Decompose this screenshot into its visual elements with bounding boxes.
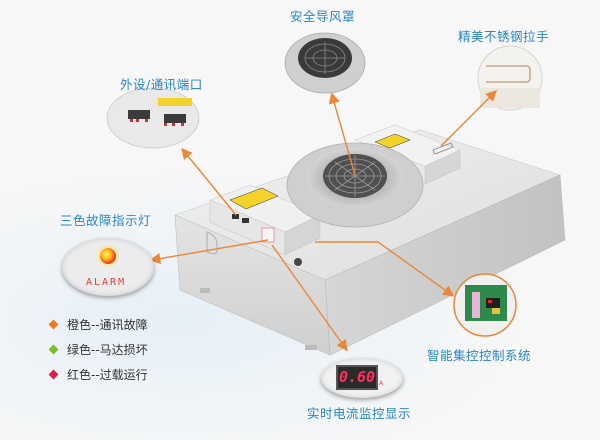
ports-callout-image <box>106 87 200 149</box>
label-ports: 外设/通讯端口 <box>120 77 203 92</box>
color-legend: 橙色--通讯故障 绿色--马达损坏 红色--过载运行 <box>48 312 148 387</box>
current-meter-reading: 0.60 <box>336 365 378 390</box>
label-current-display: 实时电流监控显示 <box>307 406 412 421</box>
current-meter-unit: A <box>379 380 384 387</box>
red-diamond-icon <box>48 369 59 380</box>
legend-item-green: 绿色--马达损坏 <box>48 337 148 362</box>
legend-item-orange: 橙色--通讯故障 <box>48 312 148 337</box>
legend-item-red: 红色--过载运行 <box>48 362 148 387</box>
legend-text: 橙色--通讯故障 <box>67 318 148 332</box>
label-indicator: 三色故障指示灯 <box>60 213 152 228</box>
label-handle: 精美不锈钢拉手 <box>458 29 550 44</box>
handle-callout-image <box>477 45 543 111</box>
label-control-system: 智能集控控制系统 <box>427 348 532 363</box>
orange-diamond-icon <box>48 319 59 330</box>
led-indicator-icon <box>97 245 119 267</box>
green-diamond-icon <box>48 344 59 355</box>
callout-arrows <box>149 90 497 352</box>
legend-text: 绿色--马达损坏 <box>67 343 148 357</box>
alarm-text: ALARM <box>86 277 127 288</box>
legend-text: 红色--过载运行 <box>67 368 148 382</box>
fan-guard-callout-image <box>284 32 366 94</box>
label-fan-guard: 安全导风罩 <box>290 9 356 24</box>
control-board-callout-image <box>453 273 517 337</box>
